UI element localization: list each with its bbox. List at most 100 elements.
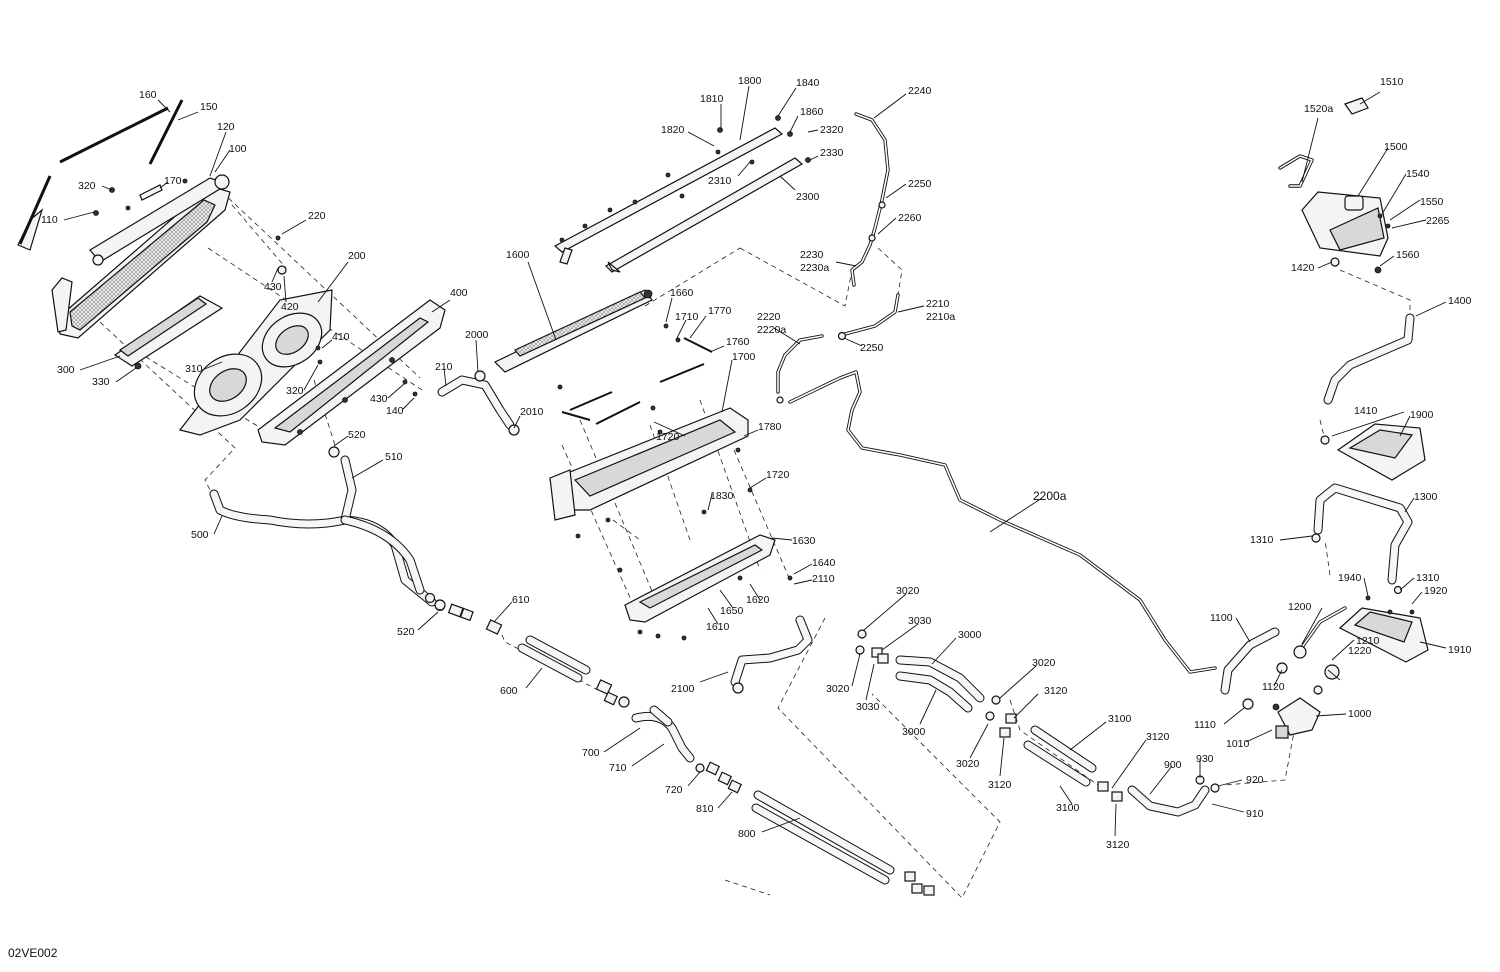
callout-1700: 1700 (732, 351, 756, 363)
callout-170: 170 (164, 175, 182, 187)
coolant-hose-500-510 (209, 455, 446, 612)
callout-800: 800 (738, 828, 756, 840)
callout-710: 710 (609, 762, 627, 774)
callout-1210: 1210 (1356, 635, 1380, 647)
callout-1770: 1770 (708, 305, 732, 317)
callout-220: 220 (308, 210, 326, 222)
callout-2000: 2000 (465, 329, 489, 341)
callout-520-lower: 520 (397, 626, 415, 638)
callout-3120-b: 3120 (988, 779, 1012, 791)
callout-2265: 2265 (1426, 215, 1450, 227)
lower-tray-1610 (617, 534, 793, 641)
callout-500: 500 (191, 529, 209, 541)
callout-1120: 1120 (1262, 681, 1285, 693)
callout-430-lower: 430 (370, 393, 388, 405)
hose-1400 (1320, 313, 1415, 445)
callout-1920: 1920 (1424, 585, 1448, 597)
callout-1310: 1310 (1250, 534, 1274, 546)
callout-930: 930 (1196, 753, 1214, 765)
radiator (17, 99, 231, 339)
callout-1900: 1900 (1410, 409, 1434, 421)
callout-1520a: 1520a (1304, 103, 1333, 115)
callout-1760: 1760 (726, 336, 750, 348)
hose-2100 (730, 615, 813, 694)
bleed-lines-2200 (776, 112, 1217, 674)
hose-3000 (855, 629, 1017, 738)
callout-330: 330 (92, 376, 110, 388)
callout-150: 150 (200, 101, 218, 113)
callout-2230a: 2230a (800, 262, 829, 274)
callout-1420: 1420 (1291, 262, 1315, 274)
radiator-support-1600 (493, 289, 653, 373)
callout-2220: 2220 (757, 311, 781, 323)
callout-1540: 1540 (1406, 168, 1430, 180)
callout-3120: 3120 (1044, 685, 1068, 697)
callout-3100: 3100 (1108, 713, 1132, 725)
callout-1100: 1100 (1210, 612, 1233, 624)
callout-320: 320 (78, 180, 96, 192)
thermostat-housing-1910 (1338, 595, 1429, 663)
callout-3120-c: 3120 (1146, 731, 1170, 743)
radiator-lower-bracket (113, 295, 224, 370)
callout-1560: 1560 (1396, 249, 1420, 261)
callout-1830: 1830 (710, 490, 734, 502)
callout-320-lower: 320 (286, 385, 304, 397)
callout-1800: 1800 (738, 75, 762, 87)
callout-1220: 1220 (1348, 645, 1372, 657)
hose-1300 (1311, 483, 1413, 595)
callout-3020: 3020 (896, 585, 920, 597)
hose-2000 (437, 370, 520, 436)
callout-3000-b: 3000 (902, 726, 926, 738)
callout-3030: 3030 (908, 615, 932, 627)
callout-400: 400 (450, 287, 468, 299)
callout-1600: 1600 (506, 249, 530, 261)
callout-110: 110 (41, 214, 58, 226)
callout-120: 120 (217, 121, 235, 133)
callout-3020-b: 3020 (826, 683, 850, 695)
callout-1010: 1010 (1226, 738, 1250, 750)
callout-410: 410 (332, 331, 350, 343)
callout-3030-b: 3030 (856, 701, 880, 713)
callout-510: 510 (385, 451, 403, 463)
callout-1630: 1630 (792, 535, 816, 547)
callout-3020-d: 3020 (956, 758, 980, 770)
callout-420: 420 (281, 301, 299, 313)
callout-910: 910 (1246, 808, 1264, 820)
callout-2220a: 2220a (757, 324, 786, 336)
callout-920: 920 (1246, 774, 1264, 786)
callout-700: 700 (582, 747, 600, 759)
callout-100: 100 (229, 143, 247, 155)
callout-1780: 1780 (758, 421, 782, 433)
callout-600: 600 (500, 685, 518, 697)
callout-2310: 2310 (708, 175, 732, 187)
callout-2110: 2110 (812, 573, 835, 585)
callout-1000: 1000 (1348, 708, 1372, 720)
callout-2240: 2240 (908, 85, 932, 97)
coolant-reservoir (1278, 97, 1391, 274)
hose-900 (1127, 775, 1220, 817)
callout-labels: 160 150 120 100 320 170 110 220 200 430 … (41, 75, 1472, 851)
callout-1400: 1400 (1448, 295, 1472, 307)
fan-shroud-frame (257, 299, 446, 446)
callout-1650: 1650 (720, 605, 744, 617)
callout-310: 310 (185, 363, 203, 375)
fan-assembly (178, 289, 333, 436)
callout-2100: 2100 (671, 683, 695, 695)
callout-1500: 1500 (1384, 141, 1408, 153)
callout-1660: 1660 (670, 287, 694, 299)
callout-1610: 1610 (706, 621, 730, 633)
callout-1860: 1860 (800, 106, 824, 118)
pump-area-hoses (1220, 606, 1347, 739)
callout-1710: 1710 (675, 311, 699, 323)
callout-3020-c: 3020 (1032, 657, 1056, 669)
callout-900: 900 (1164, 759, 1182, 771)
callout-1720-lower: 1720 (766, 469, 790, 481)
callout-430: 430 (264, 281, 282, 293)
callout-1640: 1640 (812, 557, 836, 569)
callout-2210a: 2210a (926, 311, 955, 323)
callout-2230: 2230 (800, 249, 824, 261)
callout-610: 610 (512, 594, 530, 606)
callout-200: 200 (348, 250, 366, 262)
callout-1720: 1720 (656, 431, 680, 443)
